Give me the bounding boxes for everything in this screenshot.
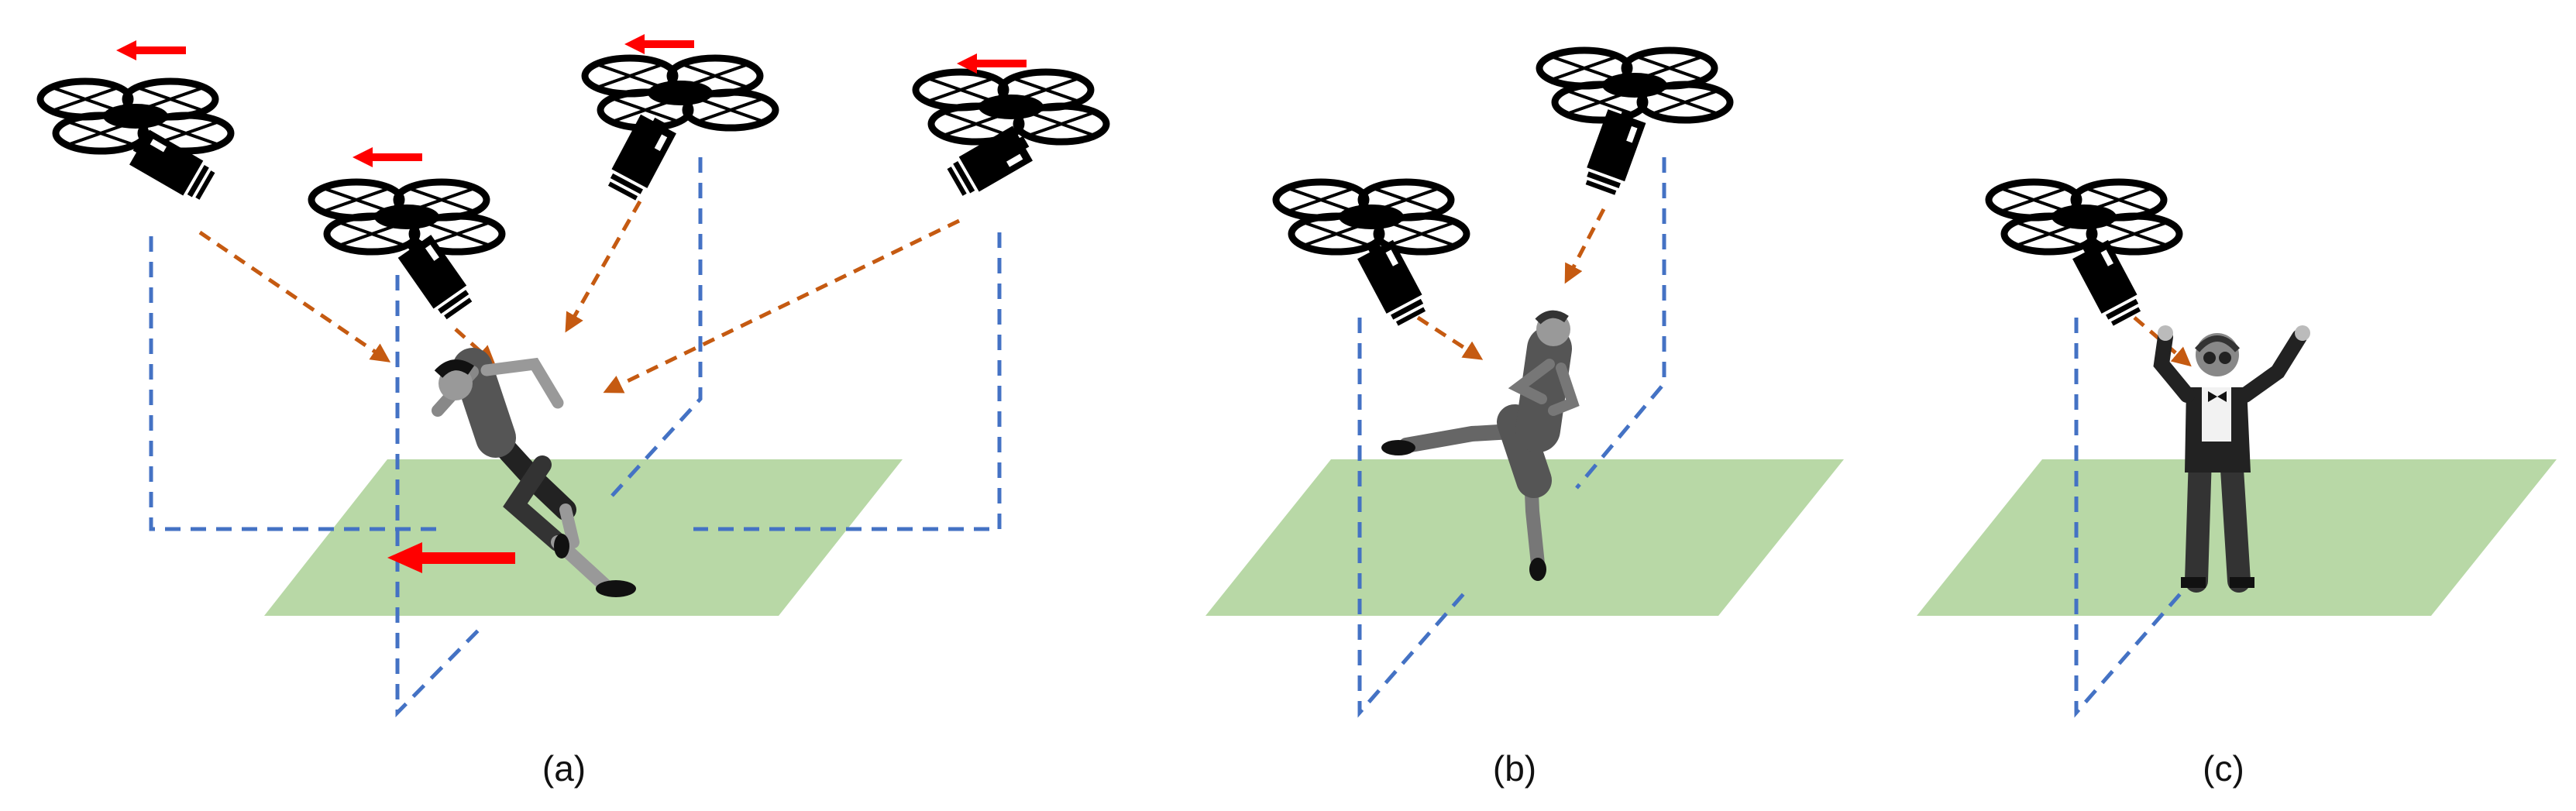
view-rays bbox=[1416, 208, 1606, 360]
drone-1 bbox=[40, 40, 231, 204]
projection-lines bbox=[149, 157, 1002, 718]
arrow-left-icon bbox=[353, 147, 422, 167]
caption-b: (b) bbox=[1493, 748, 1536, 789]
ground-plane bbox=[264, 459, 903, 616]
projection-lines bbox=[2074, 318, 2186, 718]
caption-a: (a) bbox=[542, 748, 586, 789]
ground-plane bbox=[1205, 459, 1844, 616]
quadcopter-camera-icon bbox=[1539, 50, 1730, 197]
caption-c: (c) bbox=[2203, 748, 2244, 789]
drone-1 bbox=[1276, 182, 1467, 328]
quadcopter-camera-icon bbox=[311, 182, 502, 322]
quadcopter-camera-icon bbox=[1989, 182, 2179, 328]
drone-4 bbox=[916, 53, 1106, 201]
view-rays bbox=[2133, 316, 2192, 367]
runner-figure bbox=[432, 348, 636, 597]
quadcopter-camera-icon bbox=[916, 72, 1106, 201]
drone-1 bbox=[1989, 182, 2179, 328]
dancer-figure bbox=[2153, 325, 2310, 593]
quadcopter-camera-icon bbox=[1276, 182, 1467, 328]
panel-a: (a) bbox=[40, 34, 1106, 789]
panel-b: (b) bbox=[1205, 50, 1844, 789]
projection-lines bbox=[1357, 157, 1666, 718]
panel-c: (c) bbox=[1917, 182, 2557, 789]
arrow-left-icon bbox=[624, 34, 694, 54]
arrow-left-icon bbox=[116, 40, 186, 60]
quadcopter-camera-icon bbox=[585, 58, 776, 203]
quadcopter-camera-icon bbox=[40, 81, 231, 204]
view-rays bbox=[198, 200, 961, 393]
motion-arrow-large bbox=[387, 542, 515, 573]
drone-2 bbox=[311, 147, 502, 322]
drone-2 bbox=[1539, 50, 1730, 197]
drone-3 bbox=[585, 34, 776, 203]
kicker-figure bbox=[1381, 310, 1580, 581]
